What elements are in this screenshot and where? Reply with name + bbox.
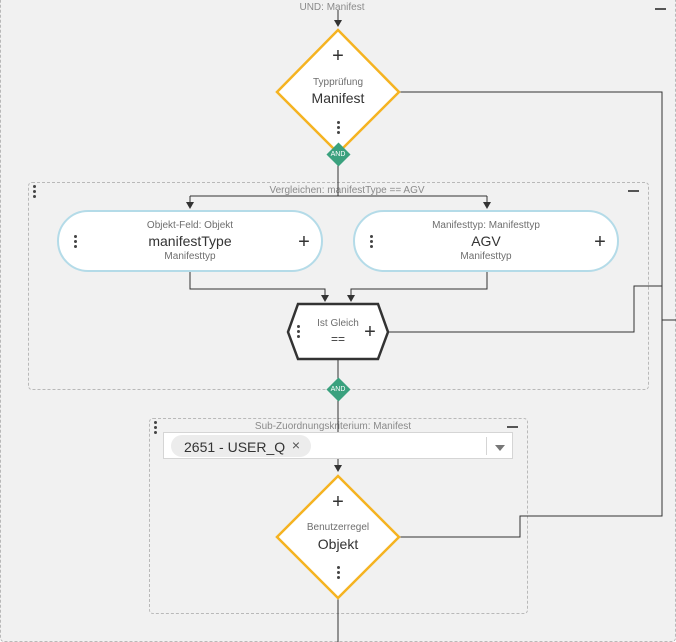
user-rule-value: Objekt xyxy=(317,536,359,552)
and-badge-1-label: AND xyxy=(330,151,346,158)
selector-separator xyxy=(486,437,487,455)
equals-node-label: Ist Gleich xyxy=(317,318,359,329)
type-check-menu-icon[interactable] xyxy=(337,121,341,136)
object-field-node-type: Objekt-Feld: Objekt xyxy=(146,220,234,231)
object-field-add-button[interactable]: + xyxy=(298,231,310,253)
object-field-node-name: manifestType xyxy=(148,233,232,249)
compare-group-title: Vergleichen: manifestType == AGV xyxy=(269,185,425,196)
type-check-add-button[interactable]: + xyxy=(332,45,344,67)
type-check-value: Manifest xyxy=(311,90,365,106)
outer-group-minimize-button[interactable] xyxy=(655,8,666,10)
and-badge-2-label: AND xyxy=(330,386,346,393)
enum-value-node[interactable]: Manifesttyp: Manifesttyp AGV Manifesttyp xyxy=(353,210,619,272)
user-rule-label: Benutzerregel xyxy=(306,522,370,533)
enum-value-node-type: Manifesttyp: Manifesttyp xyxy=(432,220,540,231)
selected-chip: 2651 - USER_Q × xyxy=(171,435,311,457)
equals-node-add-button[interactable]: + xyxy=(364,321,376,343)
sub-criteria-group-title: Sub-Zuordnungskriterium: Manifest xyxy=(254,421,412,432)
enum-value-node-datatype: Manifesttyp xyxy=(460,251,512,262)
object-field-menu-icon[interactable] xyxy=(74,235,78,250)
sub-criteria-group-minimize-button[interactable] xyxy=(507,426,518,428)
sub-criteria-selector[interactable]: 2651 - USER_Q × xyxy=(163,432,513,459)
enum-value-node-value: AGV xyxy=(471,233,501,249)
user-rule-diamond xyxy=(275,474,401,600)
enum-value-menu-icon[interactable] xyxy=(370,235,374,250)
compare-group-menu-icon[interactable] xyxy=(33,185,37,200)
object-field-node-datatype: Manifesttyp xyxy=(164,251,216,262)
equals-hexagon xyxy=(286,302,390,361)
dropdown-caret-icon[interactable] xyxy=(495,445,505,451)
outer-group-title: UND: Manifest xyxy=(299,2,365,13)
type-check-label: Typprüfung xyxy=(312,77,364,88)
sub-criteria-group-menu-icon[interactable] xyxy=(154,421,158,436)
user-rule-add-button[interactable]: + xyxy=(332,491,344,513)
compare-group-minimize-button[interactable] xyxy=(628,190,639,192)
enum-value-add-button[interactable]: + xyxy=(594,231,606,253)
selected-chip-label: 2651 - USER_Q xyxy=(184,439,286,455)
user-rule-menu-icon[interactable] xyxy=(337,566,341,581)
object-field-node[interactable]: Objekt-Feld: Objekt manifestType Manifes… xyxy=(57,210,323,272)
equals-node-operator: == xyxy=(330,332,345,346)
equals-node-menu-icon[interactable] xyxy=(297,325,301,340)
chip-remove-icon[interactable]: × xyxy=(291,437,300,453)
